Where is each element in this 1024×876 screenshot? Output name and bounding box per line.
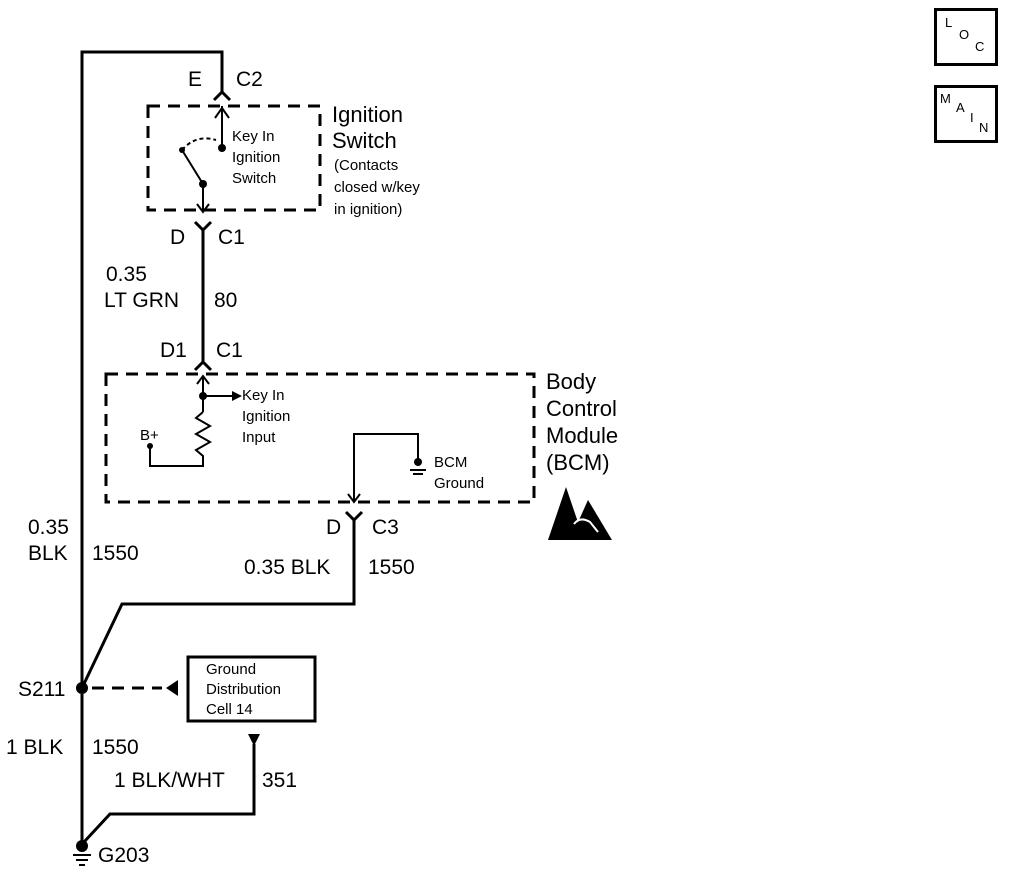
ignition-note-2: closed w/key	[334, 179, 420, 196]
main-letter-a: A	[956, 100, 965, 115]
splice-s211-dot	[76, 682, 88, 694]
wire-351-connector-icon	[248, 734, 260, 746]
esd-warning-icon	[548, 487, 584, 540]
wire-main-ground-label: 1 BLK	[6, 736, 63, 759]
splice-s211-label: S211	[18, 678, 66, 701]
loc-letter-o: O	[959, 27, 970, 42]
bcm-c1-connector-label: C1	[216, 339, 243, 362]
switch-contact-label-3: Switch	[232, 170, 276, 187]
ground-dist-label-1[interactable]: Ground	[206, 661, 256, 678]
ground-dist-label-2[interactable]: Distribution	[206, 681, 281, 698]
wire-351-circuit: 351	[262, 769, 297, 792]
ignition-switch-title-2: Switch	[332, 128, 397, 153]
bcm-ground-wire	[353, 433, 419, 502]
bcm-supply-label: B+	[140, 427, 159, 444]
wire-351-label: 1 BLK/WHT	[114, 769, 225, 792]
main-letter-n: N	[979, 120, 989, 135]
main-letter-m: M	[940, 91, 951, 106]
bcm-title-4: (BCM)	[546, 450, 610, 475]
bcm-input-label-3: Input	[242, 429, 276, 446]
bcm-supply-dot	[147, 443, 153, 449]
c2-connector-label: C2	[236, 68, 263, 91]
wire-main-ground-circuit: 1550	[92, 736, 139, 759]
bcm-c1-pin-label: D1	[160, 339, 187, 362]
bcm-pullup-resistor	[149, 411, 213, 467]
c1-connector-label: C1	[218, 226, 245, 249]
wire-top-loop	[80, 50, 224, 688]
wire-bcm-ground-circuit: 1550	[368, 556, 415, 579]
wire-80-color: LT GRN	[104, 289, 179, 312]
c2-pin-label: E	[188, 68, 202, 91]
ground-dist-box[interactable]	[186, 655, 317, 723]
bcm-ground-label-1: BCM	[434, 454, 467, 471]
esd-hand-icon	[570, 500, 612, 540]
switch-dotted-arc	[181, 137, 217, 151]
bcm-box	[104, 372, 536, 504]
wire-351	[82, 744, 256, 844]
loc-button[interactable]: L O C	[934, 8, 998, 66]
c1-pin-label: D	[170, 226, 185, 249]
connector-d1-icon	[193, 359, 213, 372]
switch-contact-dot	[218, 144, 226, 152]
switch-blade	[181, 149, 204, 185]
connector-c1-top-icon	[193, 220, 213, 233]
ignition-switch-box	[146, 104, 322, 212]
ignition-note-1: (Contacts	[334, 157, 398, 174]
connector-c3-icon	[344, 510, 364, 523]
main-letter-i: I	[970, 110, 974, 125]
bcm-input-pointer-icon	[232, 391, 242, 401]
bcm-title-2: Control	[546, 396, 617, 421]
loc-letter-c: C	[975, 39, 985, 54]
switch-contact-label-1: Key In	[232, 128, 275, 145]
bcm-input-label-2: Ignition	[242, 408, 290, 425]
ground-dist-label-3[interactable]: Cell 14	[206, 701, 253, 718]
c3-connector-label: C3	[372, 516, 399, 539]
ignition-switch-title-1: Ignition	[332, 102, 403, 127]
bcm-input-label-1: Key In	[242, 387, 285, 404]
esd-hand-detail	[573, 518, 599, 533]
wire-bcm-ground-label: 0.35 BLK	[244, 556, 330, 579]
loc-letter-l: L	[945, 15, 953, 30]
bcm-ground-arrow-icon	[347, 493, 361, 504]
switch-lower-arrow-icon	[196, 203, 210, 214]
wire-1550-bcm	[80, 520, 356, 689]
ground-dist-arrow-icon	[166, 680, 178, 696]
bcm-ground-dot	[414, 458, 422, 466]
wire-80-gauge: 0.35	[106, 263, 147, 286]
switch-arrow-icon	[214, 106, 230, 119]
ground-g203-dot	[76, 840, 88, 852]
c3-pin-label: D	[326, 516, 341, 539]
switch-contact-label-2: Ignition	[232, 149, 280, 166]
main-button[interactable]: M A I N	[934, 85, 998, 143]
ignition-note-3: in ignition)	[334, 201, 402, 218]
wire-left-circuit: 1550	[92, 542, 139, 565]
bcm-title-3: Module	[546, 423, 618, 448]
wire-80-circuit: 80	[214, 289, 237, 312]
connector-c2-icon	[212, 89, 232, 102]
bcm-ground-label-2: Ground	[434, 475, 484, 492]
ground-g203-label: G203	[98, 844, 149, 867]
wire-left-color: BLK	[28, 542, 68, 565]
wire-left-gauge: 0.35	[28, 516, 69, 539]
bcm-title-1: Body	[546, 369, 596, 394]
